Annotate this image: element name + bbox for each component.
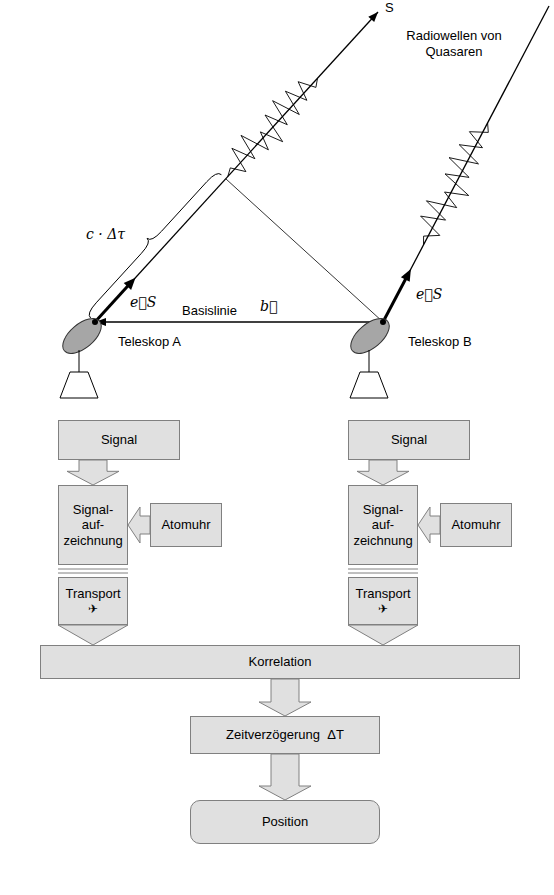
telescope-mount	[60, 372, 98, 398]
block-arrow	[259, 754, 311, 800]
plane-symbol: ✈	[88, 602, 98, 616]
box-text: Transport	[65, 586, 120, 602]
reference-point	[92, 319, 98, 325]
plane-symbol: ✈	[378, 602, 388, 616]
separator-lines	[58, 569, 128, 573]
dish-a	[57, 312, 108, 360]
unit-vector-label: e⃗S	[130, 294, 156, 311]
box-text: Signal- auf- zeichnung	[353, 502, 412, 549]
block-arrow	[348, 625, 418, 645]
block-arrow	[58, 625, 128, 645]
source-label: S	[385, 0, 394, 16]
signal-box: Signal	[348, 420, 470, 460]
clock-box: Atomuhr	[440, 503, 512, 547]
telescope-dish	[345, 312, 396, 360]
direction-arrowhead	[368, 12, 378, 22]
telescope-mount	[79, 350, 80, 372]
recording-box: Signal- auf- zeichnung	[348, 485, 418, 565]
unit-vector-head	[401, 269, 411, 282]
baseline-vector-label: b⃗	[260, 298, 277, 315]
delay-label: c · Δτ	[86, 226, 125, 243]
clock-box: Atomuhr	[150, 503, 222, 547]
radio-waves-label: Radiowellen von Quasaren	[394, 28, 514, 59]
separator-line	[348, 573, 418, 574]
box-text: Transport	[355, 586, 410, 602]
block-arrow	[357, 460, 409, 485]
box-text: Korrelation	[249, 654, 312, 670]
separator-line	[58, 569, 128, 570]
wave-zigzag	[421, 123, 489, 245]
box-text: Signal- auf- zeichnung	[63, 502, 122, 549]
block-arrow	[259, 679, 311, 716]
projection-line	[226, 179, 383, 322]
separator-line	[348, 569, 418, 570]
recording-box: Signal- auf- zeichnung	[58, 485, 128, 565]
unit-vector-label: e⃗S	[416, 286, 442, 303]
block-arrow	[128, 507, 150, 543]
baseline-label: Basislinie	[182, 303, 237, 319]
box-text: Atomuhr	[161, 517, 210, 533]
position-box: Position	[190, 800, 380, 844]
box-text: Position	[262, 814, 308, 830]
source-direction-line	[95, 12, 378, 322]
box-text: Atomuhr	[451, 517, 500, 533]
telescope-dish	[57, 312, 108, 360]
box-text: Zeitverzögerung ΔT	[226, 727, 344, 743]
telescope-mount	[369, 350, 370, 372]
unit-vector-arrow	[95, 285, 129, 322]
transport-box: Transport✈	[58, 577, 128, 625]
baseline-arrow	[105, 321, 383, 322]
transport-box: Transport✈	[348, 577, 418, 625]
wave-zigzag	[228, 78, 318, 176]
signal-box: Signal	[58, 420, 180, 460]
reference-point	[380, 319, 386, 325]
dish-b	[345, 312, 396, 360]
unit-vector-head	[124, 278, 136, 290]
delay-brace	[89, 174, 221, 318]
separator-line	[58, 573, 128, 574]
telescope-label: Teleskop B	[408, 334, 472, 350]
block-arrow	[67, 460, 119, 485]
separator-lines	[348, 569, 418, 573]
source-direction-line	[383, 6, 549, 322]
unit-vector-arrow	[383, 278, 406, 322]
radio-waves	[228, 78, 489, 245]
delay-box: Zeitverzögerung ΔT	[190, 716, 380, 754]
correlation-box: Korrelation	[40, 645, 520, 679]
telescope-mount	[350, 372, 388, 398]
box-text: Signal	[101, 432, 137, 448]
telescope-label: Teleskop A	[118, 334, 181, 350]
block-arrow	[418, 507, 440, 543]
box-text: Signal	[391, 432, 427, 448]
